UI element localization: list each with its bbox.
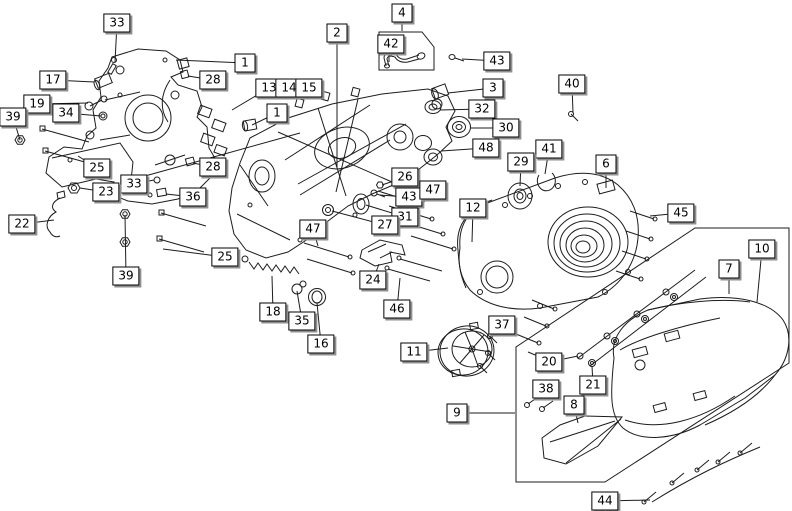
- seals-48-art: [414, 135, 443, 166]
- callout-18[interactable]: 18: [259, 302, 287, 322]
- bearing-shells-13-14-15-art: [197, 104, 228, 157]
- crankshaft-detail-art: [248, 98, 414, 197]
- bolts-44-art: [641, 442, 753, 505]
- callout-24[interactable]: 24: [359, 270, 387, 290]
- pin-33-art: [107, 57, 117, 76]
- mount-bracket-24-art: [359, 239, 406, 267]
- callout-19[interactable]: 19: [23, 94, 51, 114]
- callout-47[interactable]: 47: [299, 219, 327, 239]
- callout-28[interactable]: 28: [199, 157, 227, 177]
- callout-2[interactable]: 2: [326, 23, 348, 43]
- callout-42[interactable]: 42: [377, 34, 405, 54]
- callout-47[interactable]: 47: [419, 180, 447, 200]
- bolt-19-art: [84, 95, 108, 111]
- callout-44[interactable]: 44: [591, 491, 619, 511]
- callout-15[interactable]: 15: [295, 78, 323, 98]
- callout-12[interactable]: 12: [459, 198, 487, 218]
- line-art: [14, 48, 790, 505]
- callout-20[interactable]: 20: [535, 352, 563, 372]
- callout-21[interactable]: 21: [579, 375, 607, 395]
- callout-43[interactable]: 43: [395, 187, 423, 207]
- bolt-40-art: [568, 111, 579, 122]
- callout-33[interactable]: 33: [103, 13, 131, 33]
- transmission-cover-art: [457, 172, 639, 310]
- callout-26[interactable]: 26: [391, 167, 419, 187]
- seal-32-art: [424, 100, 442, 114]
- callout-35[interactable]: 35: [288, 311, 316, 331]
- callout-30[interactable]: 30: [492, 118, 520, 138]
- right-crankcase-half-art: [228, 86, 456, 259]
- bolt-43-head: [448, 54, 456, 60]
- construction-line-33: [144, 132, 301, 177]
- circlip-41-art: [536, 172, 556, 192]
- leader-line-39: [124, 214, 127, 277]
- breather-pipe-art: [383, 50, 465, 69]
- callout-41[interactable]: 41: [535, 139, 563, 159]
- callout-11[interactable]: 11: [400, 342, 428, 362]
- bushings-1-28-art: [176, 57, 258, 167]
- callout-17[interactable]: 17: [39, 70, 67, 90]
- oil-seal-31-art: [352, 193, 370, 215]
- callout-39[interactable]: 39: [0, 107, 27, 127]
- leader-line-1: [175, 59, 246, 64]
- studs-25b-art: [156, 209, 207, 253]
- bolts-45-art: [515, 210, 658, 364]
- leader-lines-layer: [12, 13, 790, 503]
- callout-45[interactable]: 45: [667, 203, 695, 223]
- callout-37[interactable]: 37: [488, 315, 516, 335]
- cover-plate-art: [541, 415, 624, 465]
- callout-16[interactable]: 16: [307, 334, 335, 354]
- callout-25[interactable]: 25: [83, 158, 111, 178]
- nut-39-art: [14, 135, 26, 145]
- group-box-9: [515, 227, 790, 483]
- bolts-47-left-art: [303, 242, 356, 276]
- spring-18-art: [241, 255, 307, 288]
- callout-29[interactable]: 29: [507, 152, 535, 172]
- callout-25[interactable]: 25: [211, 247, 239, 267]
- callout-38[interactable]: 38: [532, 379, 560, 399]
- callout-40[interactable]: 40: [558, 74, 586, 94]
- bolt-arc-44: [651, 446, 761, 503]
- callout-48[interactable]: 48: [472, 138, 500, 158]
- plug-27-art: [322, 204, 334, 216]
- bushing-3-art: [431, 83, 450, 100]
- callout-32[interactable]: 32: [468, 99, 496, 119]
- callout-23[interactable]: 23: [92, 182, 120, 202]
- oring-33b-art: [153, 176, 161, 184]
- plug-16-art: [308, 288, 326, 306]
- washers-20-21-art: [576, 288, 678, 367]
- callout-27[interactable]: 27: [371, 215, 399, 235]
- callout-39[interactable]: 39: [112, 266, 140, 286]
- bolts-46-art: [384, 255, 443, 282]
- oil-seal-29-art: [507, 182, 533, 210]
- callout-22[interactable]: 22: [8, 214, 36, 234]
- screws-37-art: [477, 333, 498, 374]
- callout-28[interactable]: 28: [199, 70, 227, 90]
- callout-34[interactable]: 34: [52, 103, 80, 123]
- callout-9[interactable]: 9: [446, 403, 468, 423]
- callout-1[interactable]: 1: [234, 53, 256, 73]
- callout-3[interactable]: 3: [482, 78, 504, 98]
- callout-46[interactable]: 46: [383, 299, 411, 319]
- callout-4[interactable]: 4: [391, 3, 413, 23]
- callout-36[interactable]: 36: [179, 187, 207, 207]
- cable-clip-22-art: [46, 190, 66, 238]
- bearing-30-art: [447, 116, 471, 138]
- callout-10[interactable]: 10: [748, 239, 776, 259]
- hardware-line-20b: [589, 276, 707, 367]
- callout-6[interactable]: 6: [595, 154, 617, 174]
- callout-1[interactable]: 1: [266, 103, 288, 123]
- callout-7[interactable]: 7: [718, 259, 740, 279]
- bushing-36-art: [155, 187, 168, 198]
- callout-33[interactable]: 33: [120, 174, 148, 194]
- bushing-17-art: [93, 72, 113, 91]
- group-box-4: [378, 31, 435, 71]
- cvt-outer-cover-art: [611, 297, 790, 438]
- screws-38-art: [524, 396, 554, 412]
- callout-8[interactable]: 8: [563, 395, 585, 415]
- callout-43[interactable]: 43: [483, 51, 511, 71]
- fan-cover-art: [437, 321, 495, 378]
- hardware-line-20a: [577, 269, 696, 359]
